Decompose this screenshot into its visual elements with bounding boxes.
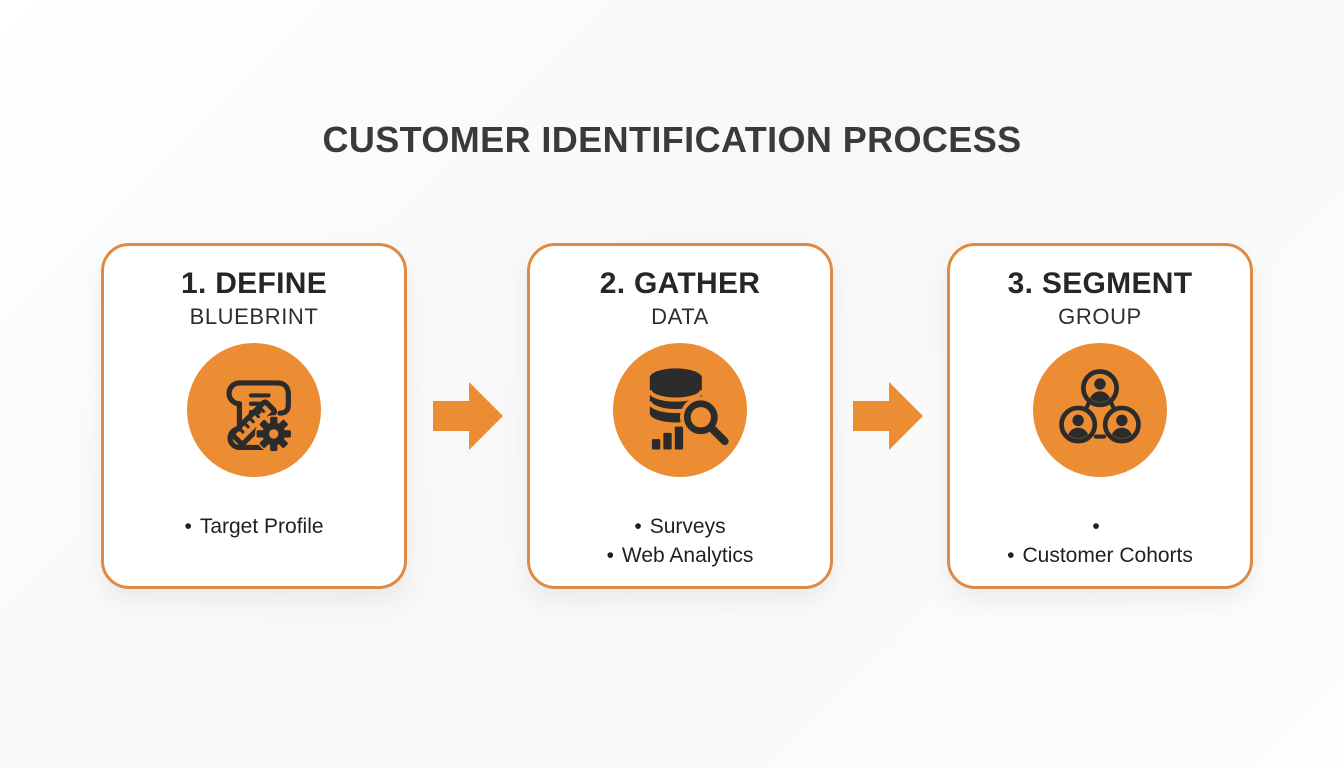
step-bullets: • • Customer Cohorts bbox=[950, 512, 1250, 570]
page-title: CUSTOMER IDENTIFICATION PROCESS bbox=[322, 119, 1022, 160]
step-heading: 3. SEGMENT bbox=[1007, 267, 1193, 300]
bullet-dot: • bbox=[606, 544, 614, 567]
bullet-dot: • bbox=[634, 515, 642, 538]
bullet-item: • Web Analytics bbox=[530, 541, 830, 570]
database-search-icon bbox=[647, 368, 729, 450]
step-heading: 1. DEFINE bbox=[180, 267, 328, 300]
arrow-right-icon bbox=[853, 376, 923, 456]
step-subtitle: DATA bbox=[651, 304, 709, 329]
bullet-dot: • bbox=[1007, 544, 1015, 567]
bullet-item: • Surveys bbox=[530, 512, 830, 541]
blueprint-ruler-gear-icon bbox=[226, 380, 293, 453]
bullet-text: Target Profile bbox=[199, 515, 324, 538]
bullet-item: • Target Profile bbox=[104, 512, 404, 541]
step-card-segment: 3. SEGMENT GROUP bbox=[947, 243, 1253, 589]
step-icon-circle bbox=[187, 343, 321, 477]
bullet-dot: • bbox=[184, 515, 192, 538]
bullet-text: Customer Cohorts bbox=[1022, 544, 1193, 567]
step-bullets: • Target Profile bbox=[104, 512, 404, 541]
step-subtitle: BLUEBRINT bbox=[189, 304, 319, 329]
step-card-define: 1. DEFINE BLUEBRINT bbox=[101, 243, 407, 589]
step-heading: 2. GATHER bbox=[599, 267, 761, 300]
bullet-dot: • bbox=[1092, 515, 1100, 538]
arrow-right-icon bbox=[433, 376, 503, 456]
bullet-item: • Customer Cohorts bbox=[950, 541, 1250, 570]
bullet-item: • bbox=[950, 512, 1250, 541]
step-icon-circle bbox=[1033, 343, 1167, 477]
bullet-text: Surveys bbox=[649, 515, 726, 538]
customer-group-icon bbox=[1059, 369, 1141, 444]
step-bullets: • Surveys • Web Analytics bbox=[530, 512, 830, 570]
step-card-gather: 2. GATHER DATA • Surveys • Web Analytics bbox=[527, 243, 833, 589]
step-subtitle: GROUP bbox=[1058, 304, 1142, 329]
step-icon-circle bbox=[613, 343, 747, 477]
bullet-text: Web Analytics bbox=[621, 544, 754, 567]
